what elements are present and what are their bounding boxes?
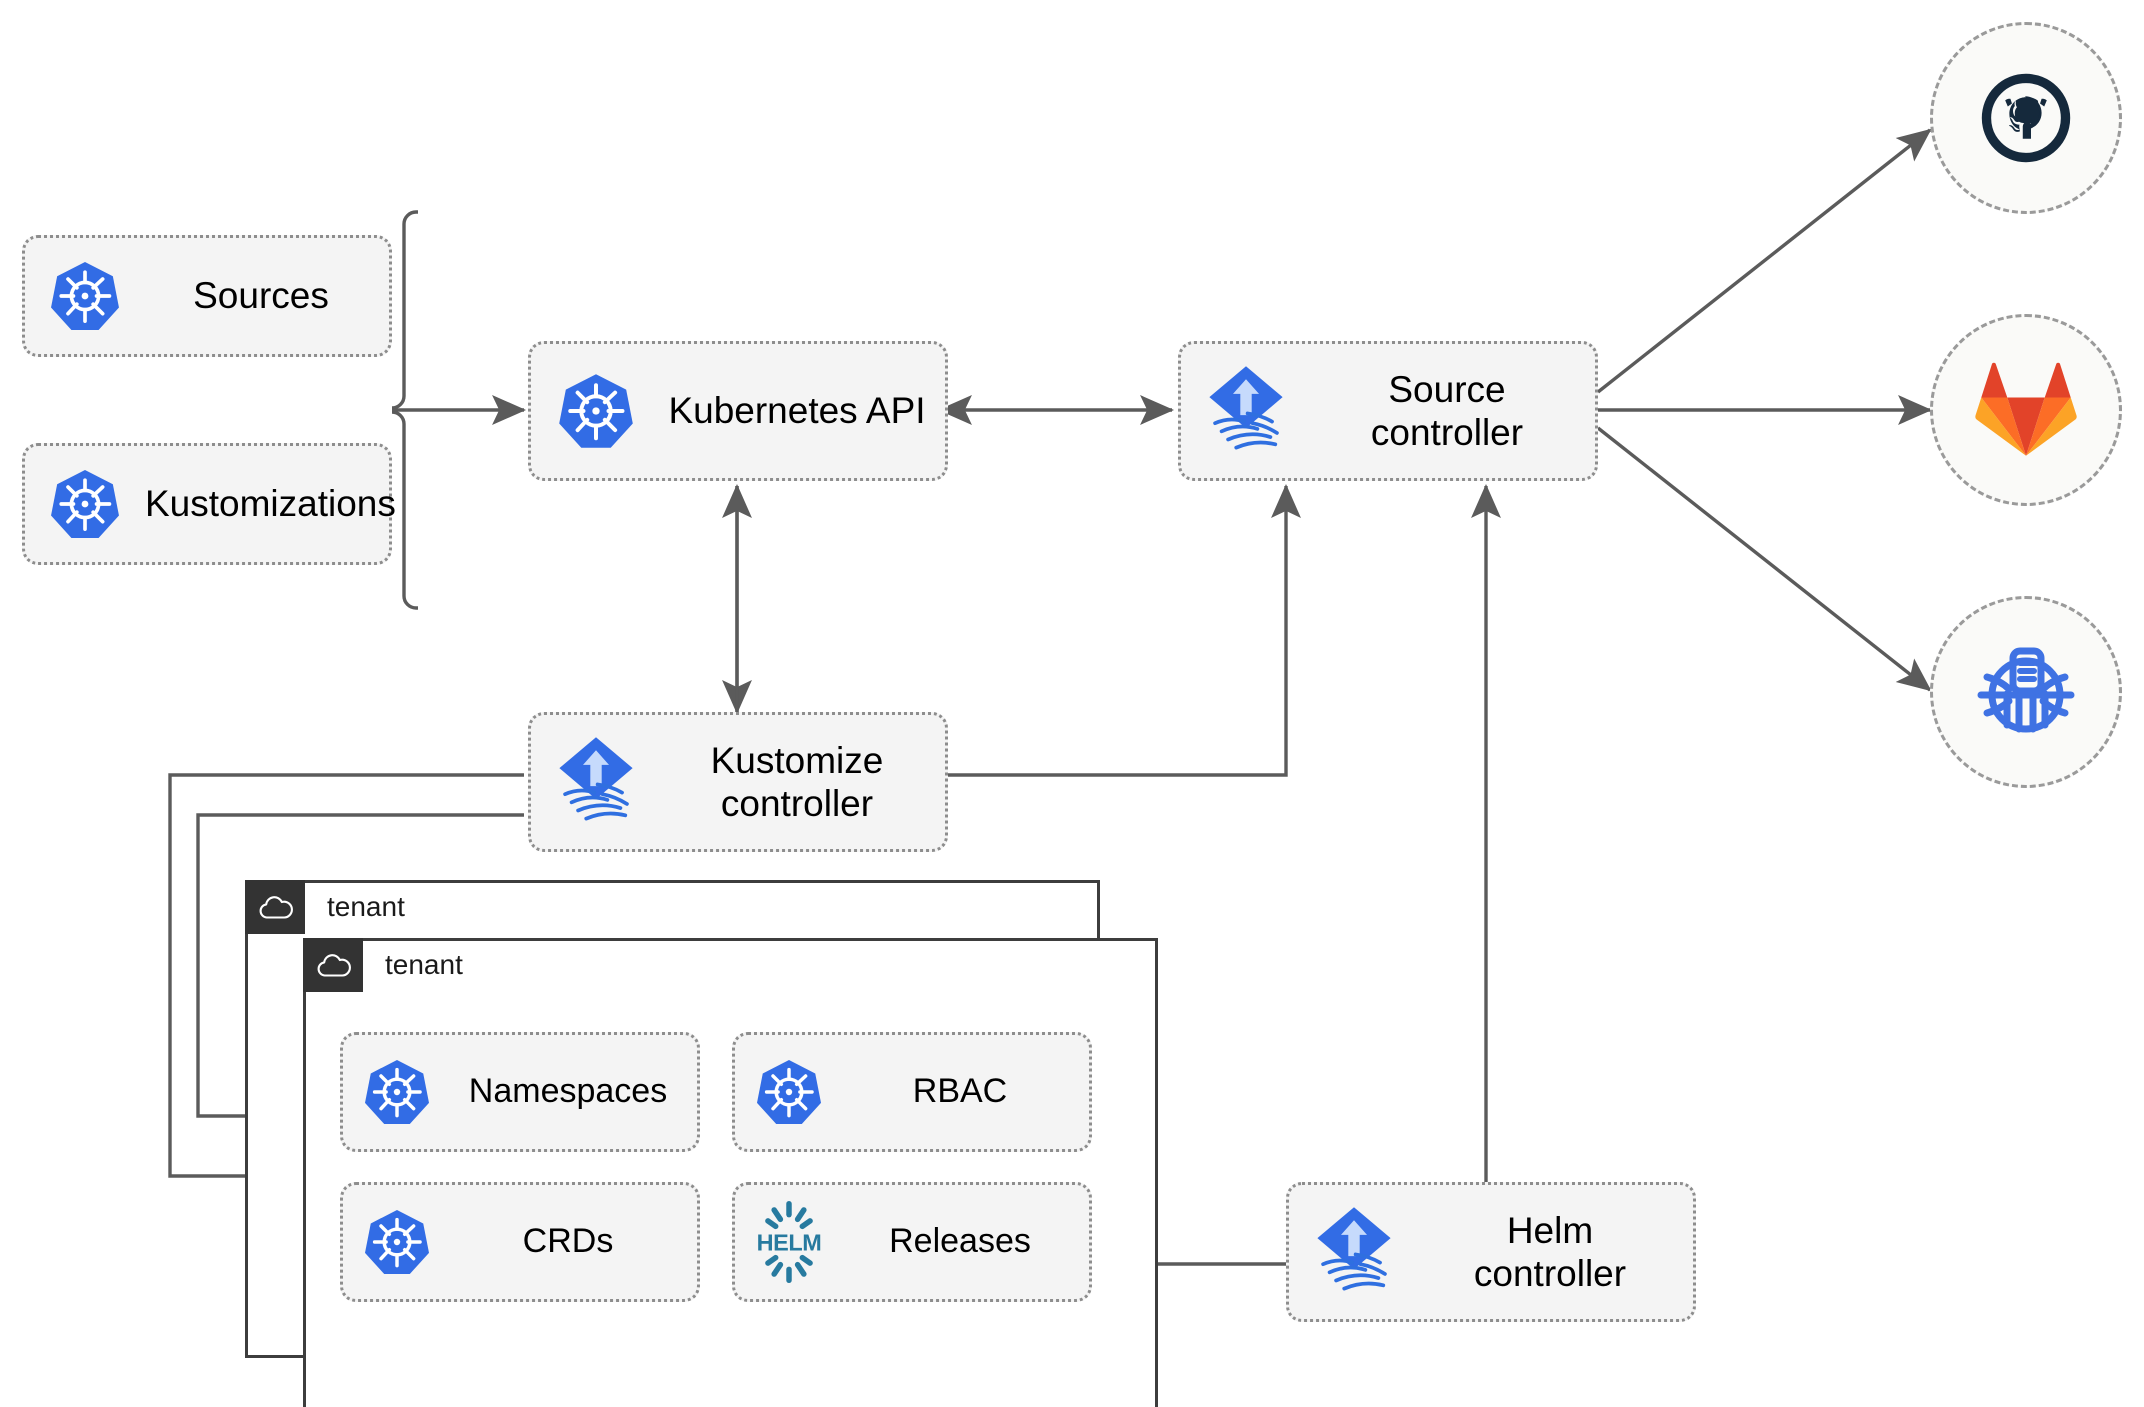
edge-source-to-helmrepo xyxy=(1596,426,1932,692)
node-releases-label: Releases xyxy=(889,1222,1031,1261)
kubernetes-icon xyxy=(343,1208,451,1276)
node-kubernetes-api[interactable]: Kubernetes API xyxy=(528,341,948,481)
node-crds[interactable]: CRDs xyxy=(340,1182,700,1302)
provider-helm-repository[interactable] xyxy=(1930,596,2122,788)
flux-icon xyxy=(1181,363,1311,459)
provider-github[interactable] xyxy=(1930,22,2122,214)
node-releases[interactable]: HELM Releases xyxy=(732,1182,1092,1302)
kubernetes-icon xyxy=(25,468,145,540)
kubernetes-icon xyxy=(735,1058,843,1126)
node-kubernetes-api-label: Kubernetes API xyxy=(668,390,926,432)
kubernetes-icon xyxy=(343,1058,451,1126)
svg-text:HELM: HELM xyxy=(757,1230,822,1256)
node-rbac[interactable]: RBAC xyxy=(732,1032,1092,1152)
cloud-icon xyxy=(245,880,305,934)
kubernetes-icon xyxy=(531,372,661,450)
github-icon xyxy=(1981,73,2071,163)
tenant-inner-header: tenant xyxy=(303,938,463,992)
node-helm-controller-label: Helm controller xyxy=(1473,1209,1627,1294)
kubernetes-icon xyxy=(25,260,145,332)
node-kustomizations[interactable]: Kustomizations xyxy=(22,443,396,565)
helm-repository-icon xyxy=(1977,647,2075,733)
tenant-outer-label: tenant xyxy=(327,891,405,922)
edge-bracket-upper xyxy=(391,210,418,410)
node-kustomizations-label: Kustomizations xyxy=(145,483,396,525)
node-crds-label: CRDs xyxy=(522,1222,614,1261)
node-namespaces[interactable]: Namespaces xyxy=(340,1032,700,1152)
node-rbac-label: RBAC xyxy=(912,1072,1008,1111)
node-sources[interactable]: Sources xyxy=(22,235,392,357)
edge-source-to-github xyxy=(1596,128,1932,394)
node-helm-controller[interactable]: Helm controller xyxy=(1286,1182,1696,1322)
node-kustomize-controller[interactable]: Kustomize controller xyxy=(528,712,948,852)
node-source-controller[interactable]: Source controller xyxy=(1178,341,1598,481)
cloud-icon xyxy=(303,938,363,992)
node-namespaces-label: Namespaces xyxy=(468,1072,668,1111)
tenant-outer-header: tenant xyxy=(245,880,405,934)
flux-icon xyxy=(1289,1204,1419,1300)
edge-kustomize-to-source xyxy=(948,483,1301,777)
tenant-inner-label: tenant xyxy=(385,949,463,980)
node-sources-label: Sources xyxy=(193,275,329,317)
tenant-inner-container: tenant xyxy=(303,938,1158,1407)
node-source-controller-label: Source controller xyxy=(1370,368,1524,453)
helm-icon: HELM xyxy=(735,1200,843,1284)
node-kustomize-controller-label: Kustomize controller xyxy=(710,739,884,824)
provider-gitlab[interactable] xyxy=(1930,314,2122,506)
flux-icon xyxy=(531,734,661,830)
gitlab-icon xyxy=(1975,362,2077,456)
